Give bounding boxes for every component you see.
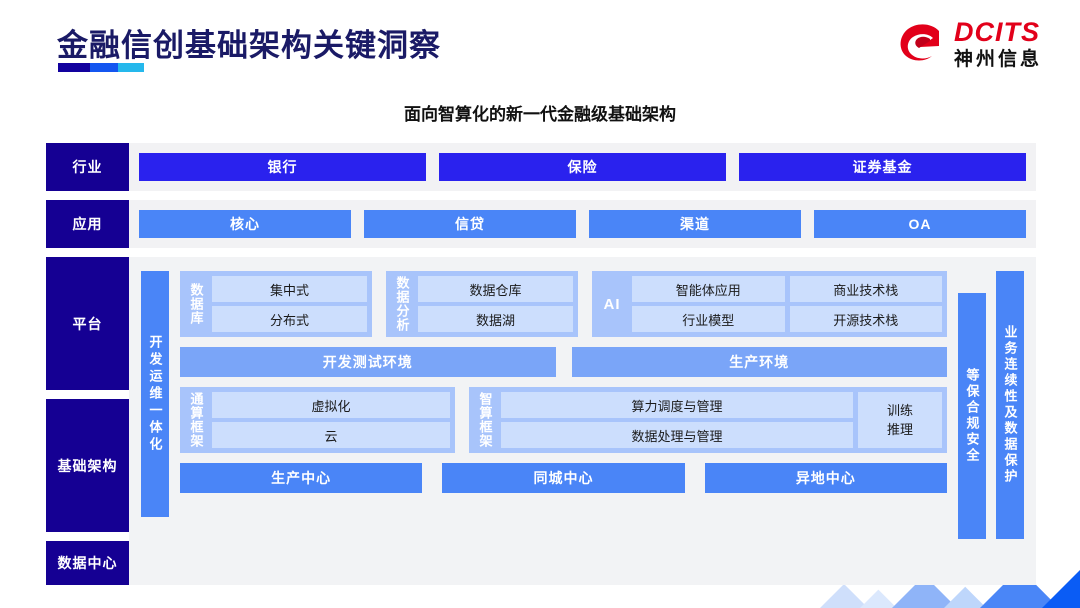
cell-cloud[interactable]: 云 bbox=[212, 422, 450, 448]
cell-agent-application[interactable]: 智能体应用 bbox=[632, 276, 785, 302]
devops-vertical-bar[interactable]: 开发运维一体化 bbox=[141, 271, 169, 517]
cell-compute-scheduling[interactable]: 算力调度与管理 bbox=[501, 392, 853, 418]
platform-center-column: 数据库 集中式 分布式 数据分析 数据仓库 数据湖 bbox=[180, 271, 947, 573]
group-label-ai: AI bbox=[603, 295, 621, 313]
env-dev-test[interactable]: 开发测试环境 bbox=[180, 347, 556, 377]
group-intelligent-compute: 智算框架 算力调度与管理 数据处理与管理 训练 推理 bbox=[469, 387, 947, 453]
platform-main-row: 平台 基础架构 数据中心 开发运维一体化 数据库 集中式 分布式 bbox=[46, 257, 1036, 585]
industry-chip-container: 银行 保险 证券基金 bbox=[129, 143, 1036, 191]
group-label-general-compute: 通算框架 bbox=[188, 392, 204, 448]
row-label-datacenter: 数据中心 bbox=[46, 541, 129, 585]
logo-text-cn: 神州信息 bbox=[953, 49, 1042, 70]
application-chip-channel[interactable]: 渠道 bbox=[589, 210, 801, 238]
title-accent-bar bbox=[58, 63, 144, 72]
infer-label: 推理 bbox=[886, 422, 913, 437]
cell-industry-model[interactable]: 行业模型 bbox=[632, 306, 785, 332]
dc-metro-center[interactable]: 同城中心 bbox=[442, 463, 685, 493]
industry-chip-insurance[interactable]: 保险 bbox=[439, 153, 726, 181]
row-label-application: 应用 bbox=[46, 200, 129, 248]
industry-chip-securities[interactable]: 证券基金 bbox=[739, 153, 1026, 181]
application-chip-container: 核心 信贷 渠道 OA bbox=[129, 200, 1036, 248]
platform-tier-environments: 开发测试环境 生产环境 bbox=[180, 347, 947, 377]
business-continuity-bar[interactable]: 业务连续性及数据保护 bbox=[996, 271, 1024, 539]
cell-centralized[interactable]: 集中式 bbox=[212, 276, 367, 302]
application-chip-oa[interactable]: OA bbox=[814, 210, 1026, 238]
brand-logo: DCITS 神州信息 bbox=[895, 18, 1042, 70]
platform-tier-compute: 通算框架 虚拟化 云 智算框架 算力调度与管理 数据处理与管理 bbox=[180, 387, 947, 453]
application-chip-credit[interactable]: 信贷 bbox=[364, 210, 576, 238]
group-label-intelligent-compute: 智算框架 bbox=[477, 392, 493, 448]
env-production[interactable]: 生产环境 bbox=[571, 347, 947, 377]
cell-data-processing[interactable]: 数据处理与管理 bbox=[501, 422, 853, 448]
cell-distributed[interactable]: 分布式 bbox=[212, 306, 367, 332]
main-left-labels: 平台 基础架构 数据中心 bbox=[46, 257, 129, 585]
platform-tier-datacenters: 生产中心 同城中心 异地中心 bbox=[180, 463, 947, 493]
row-label-industry: 行业 bbox=[46, 143, 129, 191]
cell-data-warehouse[interactable]: 数据仓库 bbox=[418, 276, 573, 302]
slide-header: 金融信创基础架构关键洞察 DCITS 神州信息 bbox=[0, 0, 1080, 90]
swirl-logo-icon bbox=[900, 24, 939, 61]
cell-data-lake[interactable]: 数据湖 bbox=[418, 306, 573, 332]
platform-tier-capabilities: 数据库 集中式 分布式 数据分析 数据仓库 数据湖 bbox=[180, 271, 947, 337]
group-label-data-analysis: 数据分析 bbox=[394, 276, 410, 332]
train-label: 训练 bbox=[886, 402, 913, 418]
cell-opensource-stack[interactable]: 开源技术栈 bbox=[789, 306, 942, 332]
group-database: 数据库 集中式 分布式 bbox=[180, 271, 372, 337]
industry-chip-bank[interactable]: 银行 bbox=[139, 153, 426, 181]
security-compliance-bar[interactable]: 等保合规安全 bbox=[958, 293, 986, 539]
row-label-infrastructure: 基础架构 bbox=[46, 399, 129, 532]
diagram-subtitle: 面向智算化的新一代金融级基础架构 bbox=[404, 105, 676, 124]
row-label-platform: 平台 bbox=[46, 257, 129, 390]
cell-virtualization[interactable]: 虚拟化 bbox=[212, 392, 450, 418]
application-row: 应用 核心 信贷 渠道 OA bbox=[46, 200, 1036, 248]
cell-train-infer[interactable]: 训练 推理 bbox=[858, 392, 942, 448]
architecture-diagram: 行业 银行 保险 证券基金 应用 核心 信贷 渠道 OA 平台 基础架构 数据中… bbox=[46, 143, 1036, 585]
application-chip-core[interactable]: 核心 bbox=[139, 210, 351, 238]
platform-panel: 开发运维一体化 数据库 集中式 分布式 数据分析 bbox=[129, 257, 1036, 585]
dc-remote-center[interactable]: 异地中心 bbox=[704, 463, 947, 493]
logo-text-en: DCITS bbox=[953, 17, 1040, 47]
dc-production-center[interactable]: 生产中心 bbox=[180, 463, 423, 493]
industry-row: 行业 银行 保险 证券基金 bbox=[46, 143, 1036, 191]
group-general-compute: 通算框架 虚拟化 云 bbox=[180, 387, 455, 453]
cell-commercial-stack[interactable]: 商业技术栈 bbox=[789, 276, 942, 302]
group-data-analysis: 数据分析 数据仓库 数据湖 bbox=[386, 271, 578, 337]
group-ai: AI 智能体应用 商业技术栈 行业模型 开源技术栈 bbox=[592, 271, 947, 337]
group-label-database: 数据库 bbox=[188, 283, 204, 325]
right-vertical-bars: 等保合规安全 业务连续性及数据保护 bbox=[958, 271, 1024, 573]
page-title: 金融信创基础架构关键洞察 bbox=[57, 28, 441, 63]
